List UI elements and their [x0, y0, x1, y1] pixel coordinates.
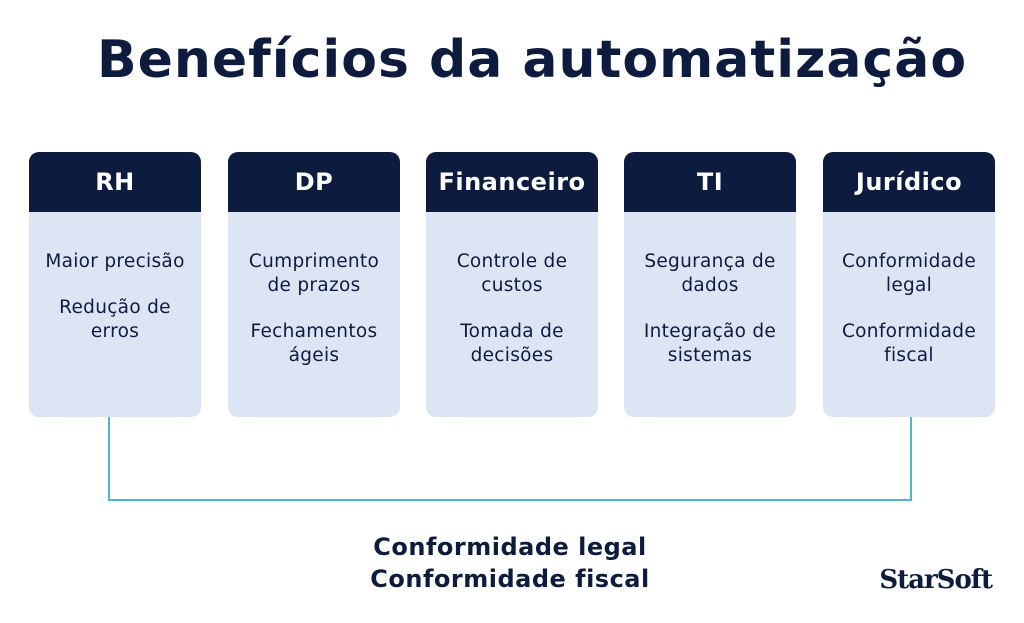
card-item: Tomada de decisões [460, 321, 564, 366]
card-item: Conformidade legal [841, 251, 977, 296]
card-item: Fechamentos ágeis [250, 321, 378, 366]
footer-line-fiscal: Conformidade fiscal [370, 565, 650, 593]
page-title: Benefícios da automatização [96, 30, 968, 90]
card-item: Controle de custos [456, 251, 568, 296]
card-header: DP [228, 152, 400, 212]
card-header: Jurídico [823, 152, 995, 212]
card-body: Segurança de dados Integração de sistema… [624, 212, 796, 390]
card-item: Segurança de dados [644, 251, 776, 296]
card-header: Financeiro [426, 152, 598, 212]
card-header: RH [29, 152, 201, 212]
footer-summary: Conformidade legal Conformidade fiscal [300, 531, 720, 595]
card-ti: TI Segurança de dados Integração de sist… [624, 152, 796, 417]
card-item: Cumprimento de prazos [248, 251, 380, 296]
card-item: Conformidade fiscal [841, 321, 977, 366]
card-body: Maior precisão Redução de erros [29, 212, 201, 366]
bracket-connector [108, 417, 912, 501]
card-juridico: Jurídico Conformidade legal Conformidade… [823, 152, 995, 417]
card-item: Redução de erros [59, 297, 171, 342]
card-body: Conformidade legal Conformidade fiscal [823, 212, 995, 390]
card-item: Maior precisão [45, 251, 185, 272]
card-header: TI [624, 152, 796, 212]
card-body: Controle de custos Tomada de decisões [426, 212, 598, 390]
starsoft-logo: StarSoft [879, 565, 993, 595]
card-dp: DP Cumprimento de prazos Fechamentos áge… [228, 152, 400, 417]
card-financeiro: Financeiro Controle de custos Tomada de … [426, 152, 598, 417]
footer-line-legal: Conformidade legal [373, 533, 647, 561]
card-item: Integração de sistemas [643, 321, 777, 366]
card-rh: RH Maior precisão Redução de erros [29, 152, 201, 417]
card-body: Cumprimento de prazos Fechamentos ágeis [228, 212, 400, 390]
